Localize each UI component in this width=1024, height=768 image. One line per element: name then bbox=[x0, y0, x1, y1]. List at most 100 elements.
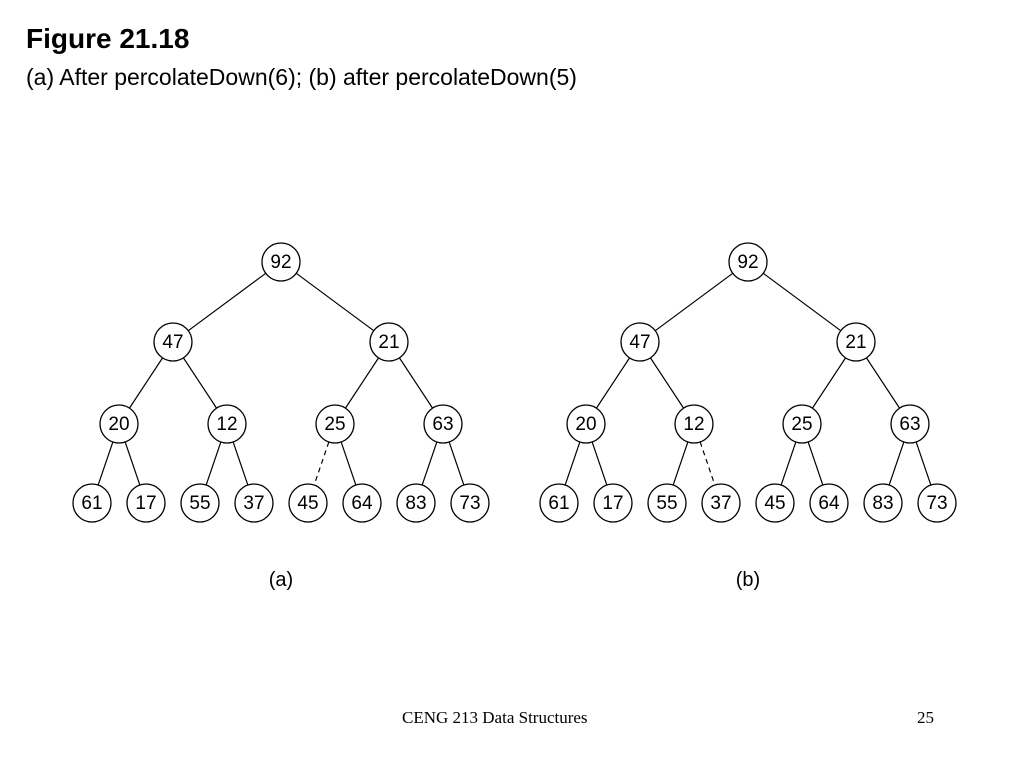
tree-node: 37 bbox=[234, 483, 274, 523]
tree-edge bbox=[888, 441, 905, 486]
tree-edge bbox=[780, 441, 797, 486]
tree-node-circle bbox=[72, 483, 112, 523]
tree-node: 20 bbox=[566, 404, 606, 444]
tree-node-circle bbox=[396, 483, 436, 523]
tree-node-circle bbox=[917, 483, 957, 523]
tree-node-value: 55 bbox=[656, 493, 677, 514]
tree-node-value: 73 bbox=[459, 493, 480, 514]
tree-edge bbox=[807, 441, 824, 486]
tree-node-value: 45 bbox=[297, 493, 318, 514]
tree-node: 83 bbox=[863, 483, 903, 523]
tree-edge bbox=[649, 357, 685, 409]
tree-node-circle bbox=[423, 404, 463, 444]
tree-node-circle bbox=[620, 322, 660, 362]
tree-node-circle bbox=[701, 483, 741, 523]
tree-node: 17 bbox=[593, 483, 633, 523]
tree-edge bbox=[448, 441, 465, 486]
tree-node-circle bbox=[234, 483, 274, 523]
panel-caption: (a) bbox=[269, 569, 293, 591]
tree-node-value: 45 bbox=[764, 493, 785, 514]
tree-edge bbox=[654, 272, 734, 332]
tree-node-value: 21 bbox=[845, 332, 866, 353]
tree-node-circle bbox=[647, 483, 687, 523]
tree-node: 25 bbox=[315, 404, 355, 444]
tree-node-value: 25 bbox=[324, 414, 345, 435]
tree-node: 55 bbox=[180, 483, 220, 523]
tree-node: 64 bbox=[342, 483, 382, 523]
tree-node-circle bbox=[288, 483, 328, 523]
tree-node: 21 bbox=[369, 322, 409, 362]
tree-edge bbox=[205, 441, 222, 486]
tree-node-circle bbox=[836, 322, 876, 362]
tree-node-value: 37 bbox=[710, 493, 731, 514]
tree-edge bbox=[564, 441, 581, 486]
tree-node: 47 bbox=[153, 322, 193, 362]
tree-node-value: 21 bbox=[378, 332, 399, 353]
tree-node-circle bbox=[728, 242, 768, 282]
tree-node-value: 20 bbox=[575, 414, 596, 435]
tree-node-value: 61 bbox=[548, 493, 569, 514]
tree-node-circle bbox=[207, 404, 247, 444]
tree-node: 92 bbox=[728, 242, 768, 282]
tree-node: 25 bbox=[782, 404, 822, 444]
tree-node-circle bbox=[180, 483, 220, 523]
tree-node: 61 bbox=[539, 483, 579, 523]
tree-node: 37 bbox=[701, 483, 741, 523]
slide-title: Figure 21.18 bbox=[26, 23, 190, 54]
tree-node-value: 17 bbox=[602, 493, 623, 514]
tree-edge bbox=[595, 357, 631, 409]
tree-node: 61 bbox=[72, 483, 112, 523]
tree-node-circle bbox=[863, 483, 903, 523]
tree-node-circle bbox=[782, 404, 822, 444]
tree-node: 47 bbox=[620, 322, 660, 362]
tree-edge-dashed bbox=[313, 441, 330, 486]
tree-edge bbox=[811, 357, 847, 409]
tree-edge bbox=[124, 441, 141, 486]
tree-node-circle bbox=[755, 483, 795, 523]
slide-subtitle: (a) After percolateDown(6); (b) after pe… bbox=[26, 64, 577, 90]
tree-edge bbox=[97, 441, 114, 486]
tree-edge bbox=[915, 441, 932, 486]
tree-node-circle bbox=[566, 404, 606, 444]
tree-edge bbox=[591, 441, 608, 486]
tree-edge bbox=[295, 272, 375, 332]
heap-tree-a: 92 47 21 20 12 25 63 61 17 55 37 45 64 83 73 (a) bbox=[72, 242, 490, 591]
tree-edge bbox=[344, 357, 380, 409]
tree-node-value: 63 bbox=[899, 414, 920, 435]
tree-edge bbox=[128, 357, 164, 409]
tree-node-value: 55 bbox=[189, 493, 210, 514]
tree-node: 64 bbox=[809, 483, 849, 523]
tree-node: 12 bbox=[207, 404, 247, 444]
tree-node-circle bbox=[890, 404, 930, 444]
tree-node-circle bbox=[809, 483, 849, 523]
tree-node-circle bbox=[126, 483, 166, 523]
tree-node: 63 bbox=[890, 404, 930, 444]
tree-node-circle bbox=[342, 483, 382, 523]
tree-node-value: 37 bbox=[243, 493, 264, 514]
tree-node: 73 bbox=[917, 483, 957, 523]
tree-node-circle bbox=[315, 404, 355, 444]
tree-node-value: 25 bbox=[791, 414, 812, 435]
tree-node-circle bbox=[539, 483, 579, 523]
tree-node-value: 73 bbox=[926, 493, 947, 514]
tree-node: 45 bbox=[755, 483, 795, 523]
tree-node: 83 bbox=[396, 483, 436, 523]
tree-node-circle bbox=[674, 404, 714, 444]
tree-node: 20 bbox=[99, 404, 139, 444]
tree-node-value: 47 bbox=[629, 332, 650, 353]
tree-edge bbox=[421, 441, 438, 486]
tree-edge bbox=[187, 272, 267, 332]
footer-course-name: CENG 213 Data Structures bbox=[402, 708, 588, 727]
tree-node-value: 17 bbox=[135, 493, 156, 514]
footer-page-number: 25 bbox=[917, 708, 934, 727]
tree-node-circle bbox=[261, 242, 301, 282]
tree-node: 63 bbox=[423, 404, 463, 444]
tree-edge bbox=[340, 441, 357, 486]
tree-node-value: 83 bbox=[872, 493, 893, 514]
tree-node: 45 bbox=[288, 483, 328, 523]
tree-node-circle bbox=[369, 322, 409, 362]
tree-node-value: 47 bbox=[162, 332, 183, 353]
tree-node: 92 bbox=[261, 242, 301, 282]
tree-node-circle bbox=[450, 483, 490, 523]
